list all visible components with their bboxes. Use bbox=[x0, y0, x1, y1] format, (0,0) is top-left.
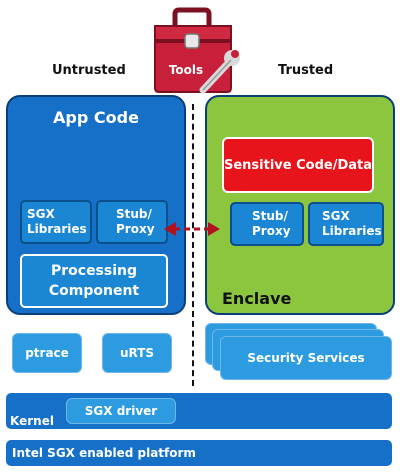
kernel-label: Kernel bbox=[10, 414, 54, 428]
enclave-sgx-libraries: SGX Libraries bbox=[308, 202, 384, 246]
app-code-title: App Code bbox=[53, 108, 139, 127]
untrusted-label: Untrusted bbox=[52, 63, 126, 78]
kernel-bar bbox=[6, 393, 392, 429]
sensitive-code-data: Sensitive Code/Data bbox=[222, 137, 374, 193]
trusted-label: Trusted bbox=[278, 63, 334, 78]
bidirectional-arrow-icon bbox=[164, 219, 220, 239]
tools-label: Tools bbox=[168, 63, 204, 77]
processing-component: Processing Component bbox=[20, 254, 168, 308]
urts-box: uRTS bbox=[102, 333, 172, 373]
platform-bar: Intel SGX enabled platform bbox=[6, 440, 392, 466]
enclave-stub-proxy: Stub/ Proxy bbox=[230, 202, 304, 246]
enclave-title: Enclave bbox=[222, 289, 292, 308]
trust-divider bbox=[192, 104, 194, 386]
app-stub-proxy: Stub/ Proxy bbox=[96, 200, 168, 244]
app-sgx-libraries: SGX Libraries bbox=[20, 200, 92, 244]
ptrace-box: ptrace bbox=[12, 333, 82, 373]
toolbox-icon bbox=[145, 4, 241, 104]
security-services-box: Security Services bbox=[220, 336, 392, 380]
sgx-driver-box: SGX driver bbox=[66, 398, 176, 424]
